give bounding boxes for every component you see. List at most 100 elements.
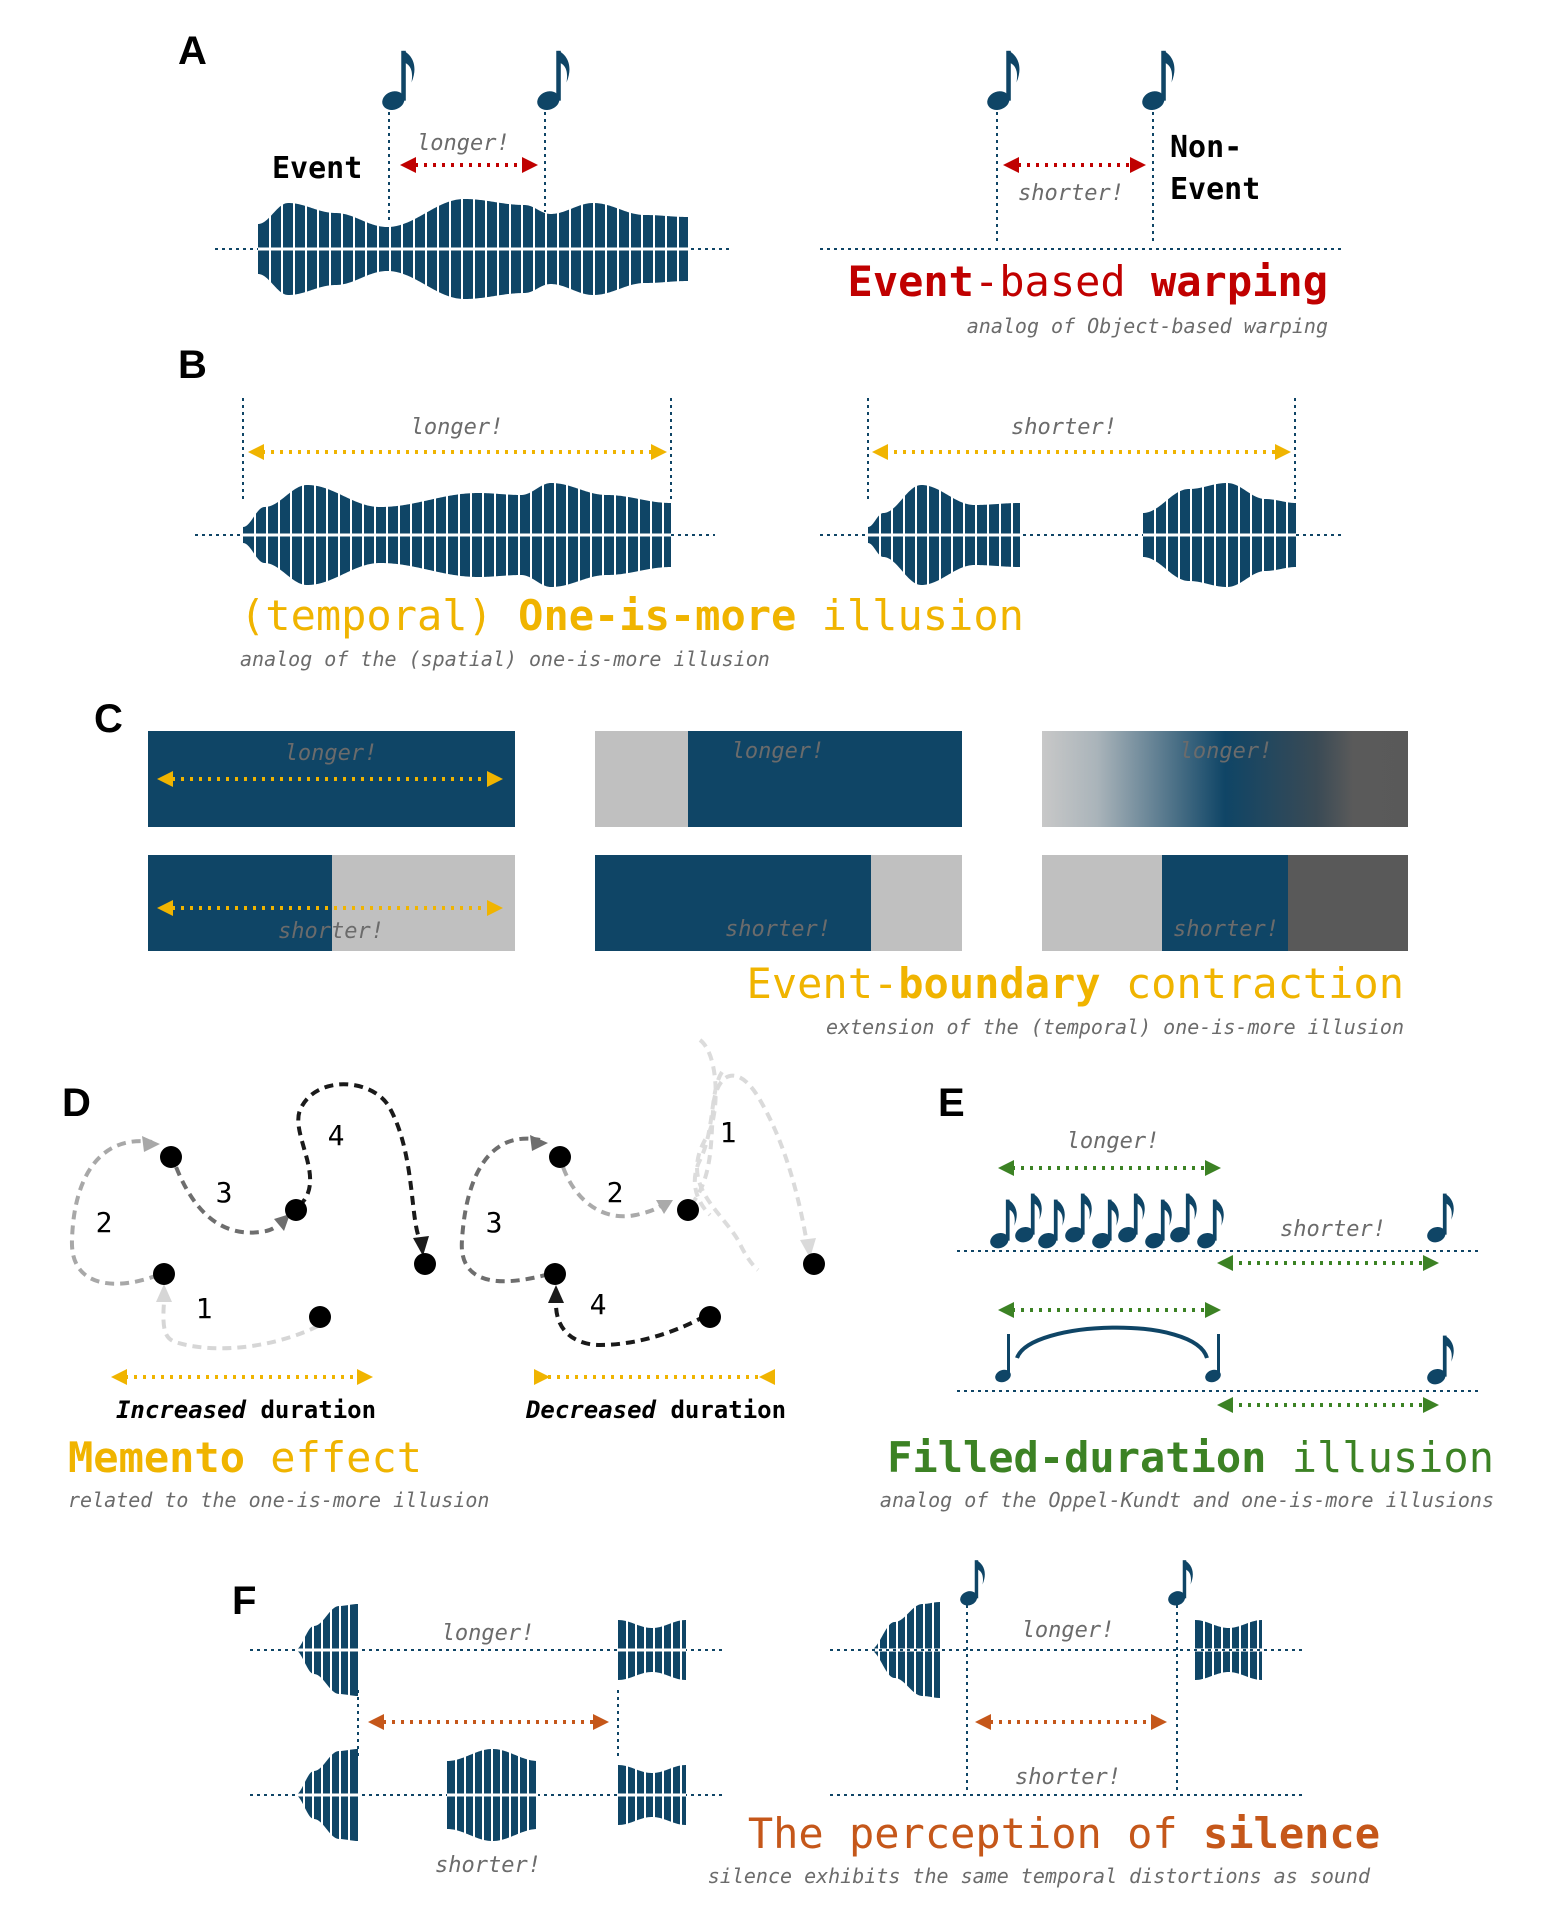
panel-b: B longer! shorter! (temporal) One-is-mor… [178,343,1342,671]
panel-a: A Event longer! shorter! Non- Event Even… [178,29,1342,338]
event-dot-icon [549,1146,571,1168]
panel-b-letter: B [178,343,207,387]
d-num: 2 [607,1176,624,1209]
e-shorter-label: shorter! [1280,1217,1386,1242]
e-longer-label: longer! [1067,1129,1160,1154]
e-tied-note-right [1205,1334,1221,1383]
event-dot-icon [699,1306,721,1328]
event-dot-icon [544,1263,566,1285]
note-icon [1170,1193,1197,1244]
event-dot-icon [309,1306,331,1328]
c-subtitle: extension of the (temporal) one-is-more … [826,1015,1404,1039]
note-icon [1145,1199,1172,1250]
f-title: The perception of silence [748,1809,1380,1858]
d-arrowhead [156,1284,172,1302]
note-icon [1015,1193,1042,1244]
e-green-arrow-2 [1217,1255,1439,1271]
d-arrowhead [548,1285,564,1303]
note-icon [1118,1193,1145,1244]
e-tied-note-left [995,1334,1011,1383]
d-arrowhead [656,1200,673,1214]
d-num: 3 [486,1206,503,1239]
f-waveforms [295,1590,1262,1855]
c-bar-3-top-gradient [1042,731,1408,827]
d-yellow-arrow-right [534,1369,775,1385]
c-bar-2-top-gray [595,731,688,827]
c-shorter-label: shorter! [1173,917,1279,942]
b-subtitle: analog of the (spatial) one-is-more illu… [240,647,770,671]
d-arrowhead [413,1236,429,1256]
note-icon [990,1199,1017,1250]
c-longer-label: longer! [285,741,378,766]
panel-e: E longer! shorter! [880,1081,1494,1512]
d-path-2b [557,1152,664,1219]
note-icon [1065,1193,1092,1244]
a-red-arrow-left [400,157,538,173]
d-decreased-label: Decreased duration [525,1396,786,1424]
b-waveform-continuous [243,475,671,595]
note-icon [1427,1193,1454,1244]
b-waveform-split [868,475,1296,595]
d-path-4 [296,1082,422,1241]
d-num: 1 [720,1116,737,1149]
panel-d-letter: D [62,1081,91,1125]
note-icon [537,50,570,112]
d-arrowhead [800,1238,816,1258]
note-icon [960,1560,985,1607]
a-waveform [258,189,688,309]
d-num: 2 [96,1206,113,1239]
b-yellow-arrow-right [872,444,1291,460]
panel-a-letter: A [178,29,207,73]
a-event-label: Event [272,151,362,186]
event-dot-icon [160,1146,182,1168]
panel-c: C longer! longer! longer! shorter! short… [94,697,1408,1039]
c-bar-1-bottom-navy [148,855,332,951]
e-green-arrow-3 [998,1302,1221,1318]
panel-e-letter: E [938,1081,965,1125]
d-path-3b [459,1136,550,1284]
d-num: 1 [196,1292,213,1325]
b-title: (temporal) One-is-more illusion [240,591,1024,640]
d-path-3 [169,1152,280,1235]
d-num: 4 [328,1119,345,1152]
b-longer-label: longer! [411,415,504,440]
f-shorter-label: shorter! [1015,1765,1121,1790]
note-icon [1142,50,1175,112]
note-icon [1427,1335,1454,1386]
d-path-4b [553,1301,706,1348]
f-orange-arrow-left [368,1714,609,1730]
e-title: Filled-duration illusion [887,1433,1494,1482]
a-longer-label: longer! [417,131,510,156]
d-path-2 [69,1139,159,1286]
d-title: Memento effect [68,1433,422,1482]
f-subtitle: silence exhibits the same temporal disto… [708,1864,1371,1888]
d-yellow-arrow-left [111,1369,373,1385]
d-path-1b [692,1038,760,1272]
panel-c-letter: C [94,697,123,741]
c-bar-2-top-navy [688,731,962,827]
c-yellow-arrow-2 [157,900,503,916]
b-shorter-label: shorter! [1011,415,1117,440]
note-icon [987,50,1020,112]
c-bar-3-bottom-dark [1288,855,1408,951]
b-yellow-arrow-left [248,444,667,460]
c-yellow-arrow-1 [157,771,503,787]
e-subtitle: analog of the Oppel-Kundt and one-is-mor… [880,1488,1494,1512]
f-longer-label: longer! [442,1621,535,1646]
e-tie-arc [1015,1325,1209,1359]
event-dot-icon [414,1253,436,1275]
panel-d: D 1 2 3 4 Increased duration [62,1038,825,1512]
d-num: 4 [590,1288,607,1321]
event-dot-icon [153,1263,175,1285]
d-subtitle: related to the one-is-more illusion [68,1488,489,1512]
event-dot-icon [285,1199,307,1221]
d-arrowhead [530,1135,548,1151]
event-dot-icon [803,1253,825,1275]
c-shorter-label: shorter! [278,919,384,944]
e-note-train [990,1193,1224,1250]
event-dot-icon [677,1199,699,1221]
d-arrowhead [142,1136,160,1152]
c-bar-3-bottom-navy [1162,855,1288,951]
panel-f-letter: F [232,1579,256,1623]
a-shorter-label: shorter! [1018,181,1124,206]
